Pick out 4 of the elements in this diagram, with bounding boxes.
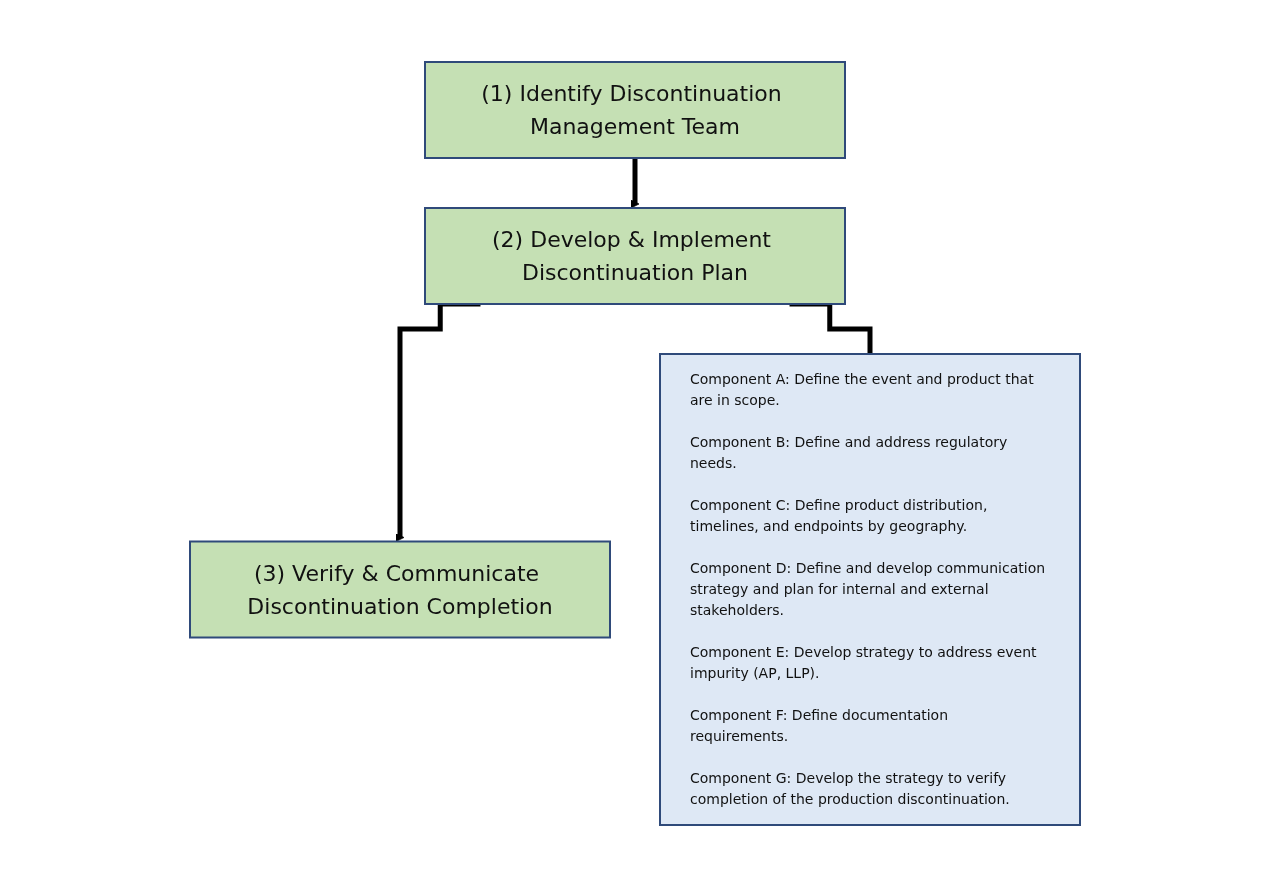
node-box: (3) Verify & Communicate Discontinuation Completion: [188, 540, 611, 638]
node-box: (2) Develop & Implement Discontinuation Plan: [423, 206, 846, 305]
node-box: (1) Identify Discontinuation Management Team: [423, 60, 846, 159]
node-box: Component A: Define the event and product that are in scope. Component B: Define and address regulatory needs. Component C: Define product distribution, timelines, and endpoints by geography. Component D: Define and develop communication strategy and plan for internal and external stakeholders. Component E: Develop strategy to address event impurity (AP, LLP). Component F: Define documentation requirements. Component G: Develop the strategy to verify completion of the production discontinuation.: [658, 352, 1081, 826]
